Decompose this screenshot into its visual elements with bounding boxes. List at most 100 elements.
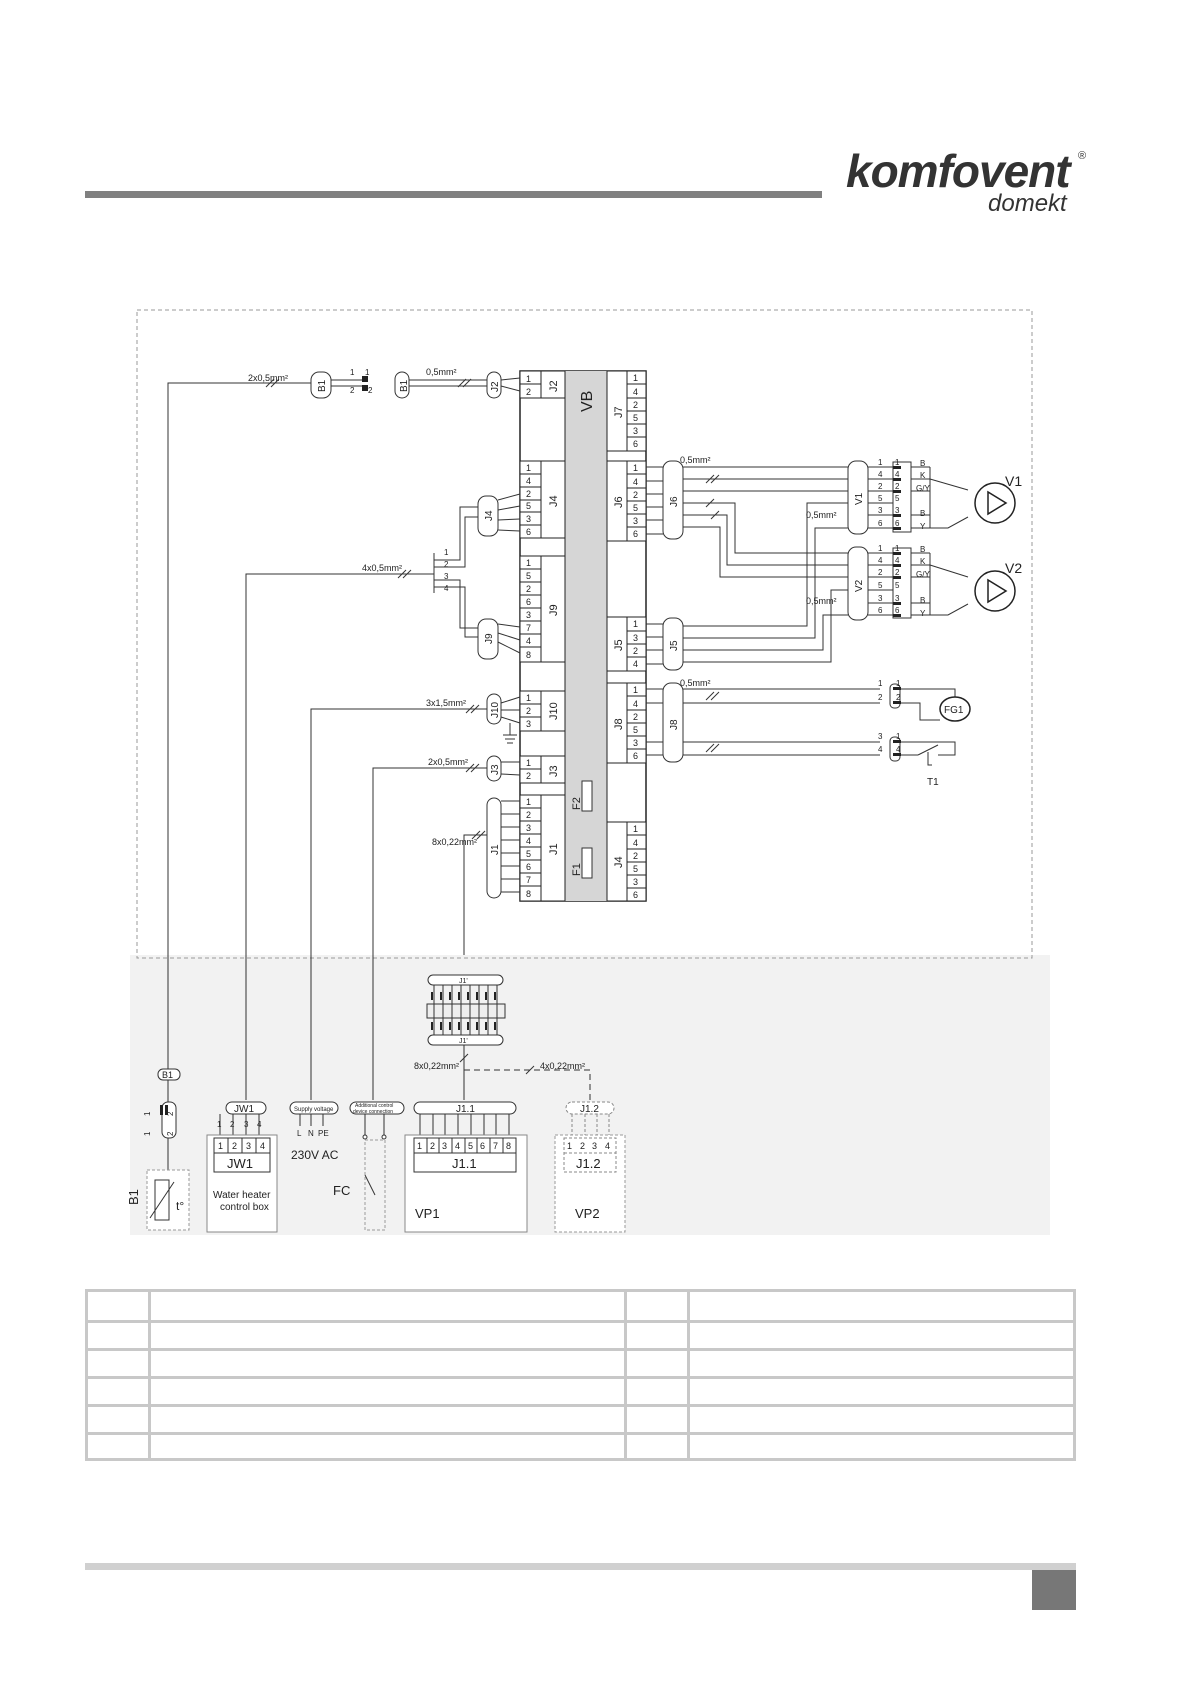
legend-row (88, 1292, 1073, 1323)
svg-text:2: 2 (526, 489, 531, 499)
svg-text:4: 4 (896, 745, 901, 754)
svg-text:6: 6 (895, 519, 900, 528)
plug-j3-label: J3 (490, 764, 501, 775)
logo-sub: domekt (988, 190, 1067, 217)
terminal-block-j8: 142 536 J8 (606, 682, 647, 764)
svg-text:2: 2 (430, 1141, 435, 1151)
svg-text:2: 2 (232, 1141, 237, 1151)
svg-text:6: 6 (878, 519, 883, 528)
fg1-label: FG1 (944, 705, 964, 716)
komfovent-logo: komfovent ® domekt (846, 148, 1086, 220)
fc-label: FC (333, 1183, 350, 1198)
right-wiring (646, 466, 969, 766)
svg-text:5: 5 (633, 725, 638, 735)
svg-text:4: 4 (633, 387, 638, 397)
cable-label-j6: 0,5mm² (680, 455, 711, 465)
svg-text:1: 1 (633, 373, 638, 383)
j1-adapter: J1' J1' (426, 974, 506, 1046)
v2-wire-y: Y (920, 609, 926, 618)
svg-text:3: 3 (633, 516, 638, 526)
svg-text:5: 5 (895, 581, 900, 590)
supply-plug-label: Supply voltage (294, 1107, 334, 1113)
svg-text:2: 2 (444, 560, 449, 569)
header-rule (85, 191, 822, 198)
j1p-bottom-label: J1' (459, 1038, 468, 1045)
svg-text:7: 7 (493, 1141, 498, 1151)
right-plugs (662, 460, 869, 763)
legend-desc (151, 1348, 627, 1376)
plug-b1-label: B1 (317, 379, 328, 392)
supply-voltage-label: 230V AC (291, 1148, 339, 1162)
fuse-f2-label: F2 (571, 797, 583, 810)
svg-text:1: 1 (143, 1131, 152, 1136)
logo-brand: komfovent (846, 145, 1071, 197)
svg-text:2: 2 (633, 400, 638, 410)
cable-label-b1: 2x0,5mm² (248, 373, 288, 383)
svg-text:1: 1 (526, 797, 531, 807)
svg-text:2: 2 (633, 712, 638, 722)
svg-text:2: 2 (633, 490, 638, 500)
svg-text:2: 2 (633, 646, 638, 656)
t1-label: T1 (927, 777, 939, 788)
svg-text:5: 5 (526, 849, 531, 859)
acd-label-2: device connection (353, 1109, 393, 1115)
svg-text:1: 1 (895, 458, 900, 467)
svg-text:5: 5 (526, 571, 531, 581)
j11-box-label: J1.1 (452, 1156, 477, 1171)
v2-wire-k: K (920, 557, 926, 566)
v1-wire-gy: G/Y (916, 484, 930, 493)
water-heater-label-1: Water heater (213, 1190, 271, 1201)
svg-text:3: 3 (895, 594, 900, 603)
legend-code (627, 1348, 690, 1376)
j1-label: J1 (548, 843, 560, 855)
svg-text:2: 2 (633, 851, 638, 861)
legend-desc (151, 1432, 627, 1460)
b1-label: B1 (126, 1189, 141, 1205)
j7-label: J7 (613, 406, 625, 418)
plug-j10-label: J10 (490, 701, 501, 718)
plug-j8-label: J8 (669, 719, 680, 730)
legend-desc (690, 1348, 1073, 1376)
cable-label-j1: 8x0,22mm² (432, 837, 477, 847)
svg-text:5: 5 (633, 413, 638, 423)
motor-v1-label: V1 (1005, 473, 1022, 489)
v2-wire-b2: B (920, 596, 925, 605)
b1-sensor: B1 1 2 2 1 t° B1 (126, 1068, 190, 1231)
svg-text:4: 4 (605, 1141, 610, 1151)
svg-text:6: 6 (878, 606, 883, 615)
fuse-f1-label: F1 (571, 863, 583, 876)
plug-j6-label: J6 (669, 496, 680, 507)
supply-l: L (297, 1129, 302, 1138)
v2-wire-b: B (920, 545, 925, 554)
svg-text:1: 1 (633, 685, 638, 695)
j4-lower-label: J4 (613, 856, 625, 868)
svg-text:1: 1 (526, 758, 531, 768)
svg-text:3: 3 (526, 823, 531, 833)
svg-text:2: 2 (526, 771, 531, 781)
terminal-block-j2: 12 J2 (519, 370, 566, 399)
svg-text:5: 5 (878, 581, 883, 590)
v1-wire-b2: B (920, 509, 925, 518)
j10-label: J10 (548, 702, 560, 720)
footer-rule (85, 1563, 1076, 1570)
svg-text:2: 2 (526, 387, 531, 397)
legend-table (85, 1289, 1076, 1461)
svg-text:3: 3 (526, 719, 531, 729)
page-number-box (1032, 1570, 1076, 1610)
fan-motor-v2: V2 (974, 560, 1022, 612)
j5-label: J5 (613, 639, 625, 651)
j9-label: J9 (548, 604, 560, 616)
svg-text:4: 4 (878, 470, 883, 479)
svg-text:6: 6 (633, 890, 638, 900)
svg-text:4: 4 (878, 556, 883, 565)
svg-text:1: 1 (526, 693, 531, 703)
cable-label-jw1: 4x0,5mm² (362, 563, 402, 573)
j3-label: J3 (548, 765, 560, 777)
fan-motor-v1: V1 (974, 473, 1022, 524)
svg-text:6: 6 (633, 529, 638, 539)
legend-desc (151, 1376, 627, 1404)
